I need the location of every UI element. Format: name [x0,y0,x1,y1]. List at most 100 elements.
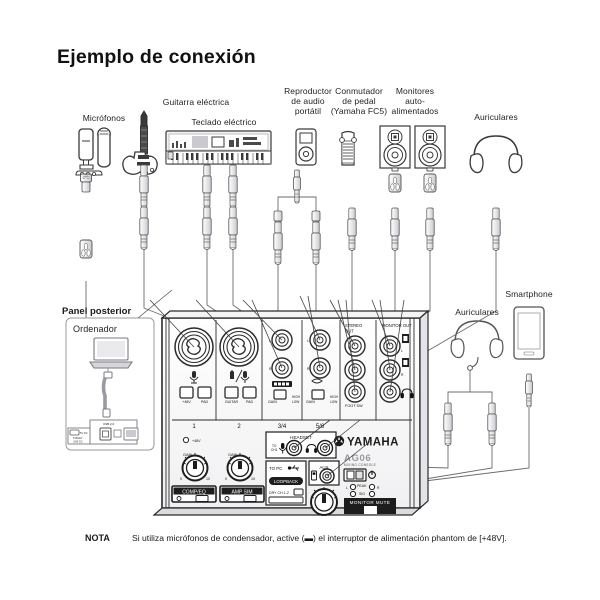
power-section [343,468,376,482]
svg-text:MONITOR OUT: MONITOR OUT [382,323,412,328]
master-knob [310,487,338,516]
svg-text:R: R [377,486,380,490]
ch1-pad-switch [197,386,212,399]
ch1-48v-switch [179,386,194,399]
svg-text:R: R [307,367,310,371]
laptop-icon [88,337,134,369]
power-icon [368,470,376,479]
ch2-pad-switch [242,386,257,399]
svg-text:TO PC: TO PC [269,466,282,471]
plug-keyboard-r [228,164,238,250]
usb-label: USB 2.0 [103,422,115,426]
microphone-icon-condenser [78,128,94,170]
ch2-guitar-switch [224,386,239,399]
label-foot-switch: Conmutador de pedal (Yamaha FC5) [330,86,388,116]
svg-text:HIGH: HIGH [330,395,339,399]
comp-eq-button: COMP/EQ [171,485,217,503]
level-indicators: L PEAK R SIG [346,483,380,498]
portable-audio-player-icon [295,128,317,166]
svg-text:USE DC: USE DC [73,440,83,444]
electric-guitar-icon [122,110,158,175]
headphones-top-icon [469,135,523,174]
svg-text:LOW: LOW [292,400,299,404]
plug-headphones-right-b [487,402,497,446]
headset-section: HEADSET TO CH1 [265,431,337,459]
label-headphones-right: Auriculares [455,307,499,317]
plug-headphones-right-a [443,402,453,446]
powered-monitor-left-icon [379,125,411,172]
ch2-number: 2 [237,424,241,430]
plug-monitor-l [388,173,402,251]
label-electric-guitar: Guitarra eléctrica [162,97,230,107]
svg-text:AMP SIM: AMP SIM [231,490,252,496]
plug-headphones-top [491,207,501,251]
note-text: Si utiliza micrófonos de condensador, ac… [132,533,507,543]
svg-text:HEADSET: HEADSET [290,435,312,440]
svg-text:L: L [307,339,309,343]
plug-keyboard-l [202,164,212,250]
svg-text:10: 10 [251,477,255,481]
ch34-number: 3/4 [278,424,287,430]
plug-xlr-male [80,173,92,193]
ch1-gain-knob: GAIN 0 10 [180,453,210,482]
svg-text:GUITAR: GUITAR [225,400,239,404]
svg-text:LOOPBACK: LOOPBACK [274,479,298,484]
ag06-model: AG06 MIXING CONSOLE [344,453,376,467]
svg-text:0: 0 [225,477,227,481]
svg-text:L: L [346,486,348,490]
svg-text:GAIN: GAIN [268,400,277,404]
svg-text:5V DC: 5V DC [80,431,88,435]
svg-text:GAIN: GAIN [183,453,193,457]
svg-text:PEAK: PEAK [357,484,367,488]
plug-monitor-r [423,173,437,251]
svg-text:CH1: CH1 [271,448,278,452]
ch1-number: 1 [192,424,196,430]
label-electric-keyboard: Teclado eléctrico [191,117,257,127]
aux-section: AUX [308,460,340,486]
ch56-number: 5/6 [316,424,325,430]
plug-guitar-ts [139,164,149,250]
plug-footswitch [347,207,357,251]
monitor-mute-section: MONITOR MUTE CH1-2 [344,498,396,520]
svg-text:TABLET: TABLET [73,436,83,440]
label-microphones: Micrófonos [82,113,126,123]
page-title: Ejemplo de conexión [57,46,256,68]
tablet-icon [123,427,139,441]
microphone-icon-dynamic [97,127,111,168]
label-smartphone: Smartphone [505,289,553,299]
leader-lines [149,295,405,477]
headphone-symbol-icon [400,388,414,399]
svg-text:MONITOR MUTE: MONITOR MUTE [350,500,391,505]
svg-text:GAIN: GAIN [228,453,238,457]
svg-text:STEREO: STEREO [345,323,363,328]
plug-player-mini [293,169,301,204]
svg-text:FOOT SW: FOOT SW [345,404,363,408]
rear-panel-inset: USB 2.0 5V DC TABLET USE DC [65,289,173,451]
svg-text:GAIN: GAIN [306,400,315,404]
plug-smartphone-mini [525,373,533,408]
plug-player-rca-r [311,210,321,265]
plug-xlr-female [79,239,93,259]
label-portable-audio-player: Reproductor de audio portátil [284,86,332,116]
svg-text:SIG: SIG [359,492,365,496]
headset-phone-icon [305,444,318,453]
electric-keyboard-icon [165,130,272,165]
label-powered-monitors: Monitores auto- alimentados [391,86,439,116]
smartphone-icon [513,306,545,360]
svg-text:L: L [401,349,403,353]
svg-text:AUX: AUX [319,465,328,470]
to-pc-section: TO PC LOOPBACK DRY CH 1-2 [265,460,307,506]
usb-symbol-icon [287,465,299,471]
plug-player-rca-l [273,210,283,265]
svg-text:PAD: PAD [201,400,209,404]
svg-text:+48V: +48V [182,400,191,404]
headset-mic-icon [279,443,287,454]
svg-text:COMP/EQ: COMP/EQ [182,490,206,496]
svg-text:LOW: LOW [330,400,337,404]
svg-text:10: 10 [206,477,210,481]
svg-text:R: R [401,373,404,377]
svg-text:+48V: +48V [192,439,201,443]
svg-text:0: 0 [180,477,182,481]
